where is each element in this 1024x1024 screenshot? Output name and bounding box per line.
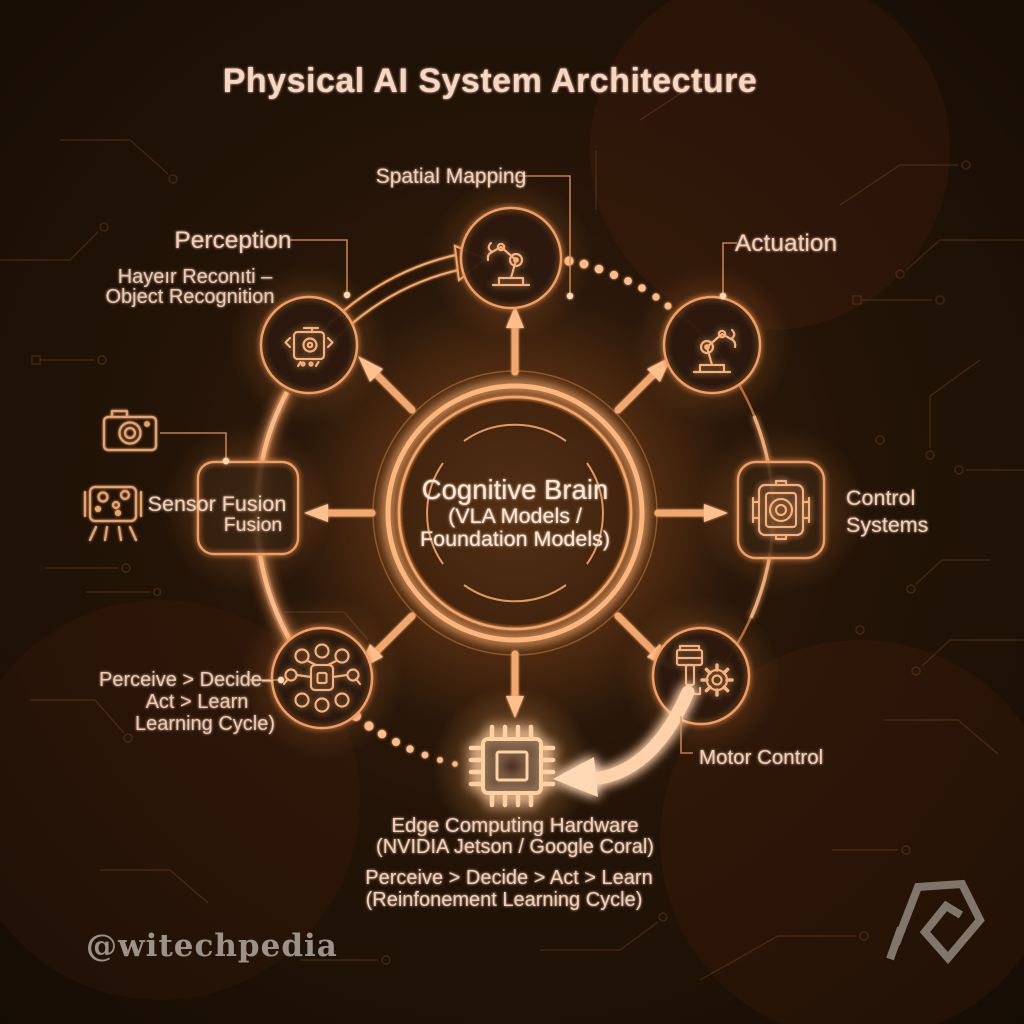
center-title: Cognitive Brain	[422, 474, 608, 505]
swarm-network-icon	[282, 643, 362, 713]
robot-arm-icon	[486, 241, 531, 287]
swoosh-arrowhead	[553, 757, 598, 797]
brand-logo	[886, 879, 985, 965]
label-edge-computing-2: (NVIDIA Jetson / Google Coral)	[376, 836, 654, 858]
inner-dashed-ring	[426, 423, 604, 603]
node-edge-computing	[468, 724, 556, 808]
node-sensor-fusion	[196, 460, 300, 556]
label-control-systems-2: Systems	[846, 513, 928, 537]
label-actuation: Actuation	[735, 230, 837, 257]
label-learning-cycle-3: Learning Cycle)	[135, 713, 275, 735]
page-title: Physical AI System Architecture	[223, 62, 758, 100]
camera-unit-icon	[284, 326, 334, 368]
label-learning-cycle-2: Act > Learn	[146, 691, 249, 713]
label-perception-sub2: Object Recognition	[106, 286, 275, 308]
label-learning-cycle-1: Perceive > Decide–	[99, 669, 274, 691]
cognitive-brain-hub: Cognitive Brain (VLA Models / Foundation…	[372, 370, 658, 656]
node-spatial-mapping	[459, 206, 563, 310]
node-actuation	[662, 295, 762, 395]
label-perception-sub1: Hayeır Reconıti –	[118, 266, 273, 288]
node-control-systems	[736, 460, 826, 560]
circuit-pattern	[0, 73, 1024, 981]
label-edge-computing-1: Edge Computing Hardware	[391, 814, 638, 837]
footer-line-2: (Reinfonement Learning Cycle)	[366, 889, 643, 911]
label-motor-control: Motor Control	[699, 746, 823, 769]
node-perception	[259, 295, 359, 395]
center-subtitle-1: (VLA Models /	[448, 504, 582, 528]
label-perception: Perception	[174, 227, 291, 254]
camera-icon	[102, 409, 158, 452]
node-motor-control	[651, 626, 751, 726]
label-sensor-fusion-sub: Fusion	[224, 514, 283, 536]
bg-tint	[590, 0, 950, 330]
label-control-systems-1: Control	[846, 486, 915, 510]
swoosh-arrow	[553, 685, 695, 797]
chip-icon	[468, 724, 556, 808]
footer-line-1: Perceive > Decide > Act > Learn	[365, 867, 652, 889]
label-sensor-fusion: Sensor Fusion	[148, 492, 287, 516]
center-subtitle-2: Foundation Models)	[420, 527, 610, 551]
watermark: @witechpedia	[86, 928, 338, 964]
leader-lines	[160, 175, 737, 754]
robot-arm-icon	[692, 328, 737, 374]
label-spatial-mapping: Spatial Mapping	[376, 165, 527, 188]
sensor-module-icon	[83, 485, 143, 542]
controller-icon	[751, 479, 811, 541]
margin-icons	[83, 409, 158, 542]
node-learning-cycle	[270, 626, 374, 730]
